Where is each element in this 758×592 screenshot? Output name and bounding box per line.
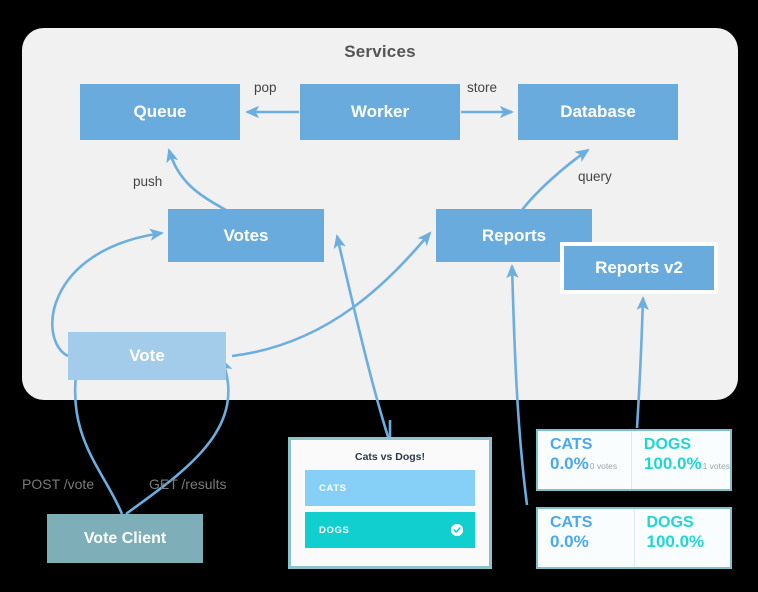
result-percent-dogs-value: 100.0% bbox=[643, 453, 702, 473]
result-votes-dogs: 1 votes bbox=[702, 460, 730, 471]
edge-label-query: query bbox=[578, 169, 612, 184]
vote-app-body: Cats vs Dogs! CATS DOGS bbox=[297, 446, 483, 560]
result-label-dogs-2: DOGS bbox=[646, 514, 694, 531]
node-votes[interactable]: Votes bbox=[168, 209, 324, 262]
node-database[interactable]: Database bbox=[518, 84, 678, 140]
result-percent-dogs: 100.0%1 votes bbox=[644, 454, 730, 474]
edge-label-store: store bbox=[467, 80, 498, 95]
edge-label-get-results: GET /results bbox=[149, 476, 227, 492]
edge-label-post-vote: POST /vote bbox=[22, 476, 95, 492]
node-reports-v2[interactable]: Reports v2 bbox=[560, 242, 718, 294]
result-panel-top: CATS 0.0%0 votes DOGS 100.0%1 votes bbox=[536, 429, 732, 491]
vote-option-cats[interactable]: CATS bbox=[305, 470, 475, 506]
node-vote-client[interactable]: Vote Client bbox=[47, 514, 203, 563]
node-queue[interactable]: Queue bbox=[80, 84, 240, 140]
vote-app-card: Cats vs Dogs! CATS DOGS bbox=[288, 437, 492, 569]
vote-app-title: Cats vs Dogs! bbox=[354, 451, 426, 463]
result-percent-cats: 0.0%0 votes bbox=[550, 454, 631, 474]
edge-label-push: push bbox=[133, 174, 163, 189]
result-panel-bottom: CATS 0.0% DOGS 100.0% bbox=[536, 507, 732, 569]
edge-label-pop: pop bbox=[254, 80, 277, 95]
services-panel-title: Services bbox=[344, 42, 416, 61]
result-column-dogs-2: DOGS 100.0% bbox=[633, 509, 731, 567]
result-column-cats: CATS 0.0%0 votes bbox=[538, 431, 631, 489]
node-worker[interactable]: Worker bbox=[300, 84, 460, 140]
result-column-cats-2: CATS 0.0% bbox=[538, 509, 634, 567]
result-percent-cats-2: 0.0% bbox=[550, 531, 589, 551]
result-column-dogs: DOGS 100.0%1 votes bbox=[630, 431, 730, 489]
result-label-dogs: DOGS bbox=[643, 436, 692, 453]
node-vote[interactable]: Vote bbox=[68, 332, 226, 380]
result-percent-dogs-2: 100.0% bbox=[646, 531, 705, 551]
vote-option-dogs-label: DOGS bbox=[319, 524, 350, 536]
result-label-cats-2: CATS bbox=[550, 514, 593, 531]
check-circle-icon bbox=[451, 524, 463, 536]
vote-option-dogs[interactable]: DOGS bbox=[305, 512, 475, 548]
result-label-cats: CATS bbox=[550, 436, 593, 453]
vote-option-cats-label: CATS bbox=[319, 482, 347, 494]
result-votes-cats: 0 votes bbox=[589, 460, 618, 471]
result-percent-cats-value: 0.0% bbox=[550, 453, 589, 473]
